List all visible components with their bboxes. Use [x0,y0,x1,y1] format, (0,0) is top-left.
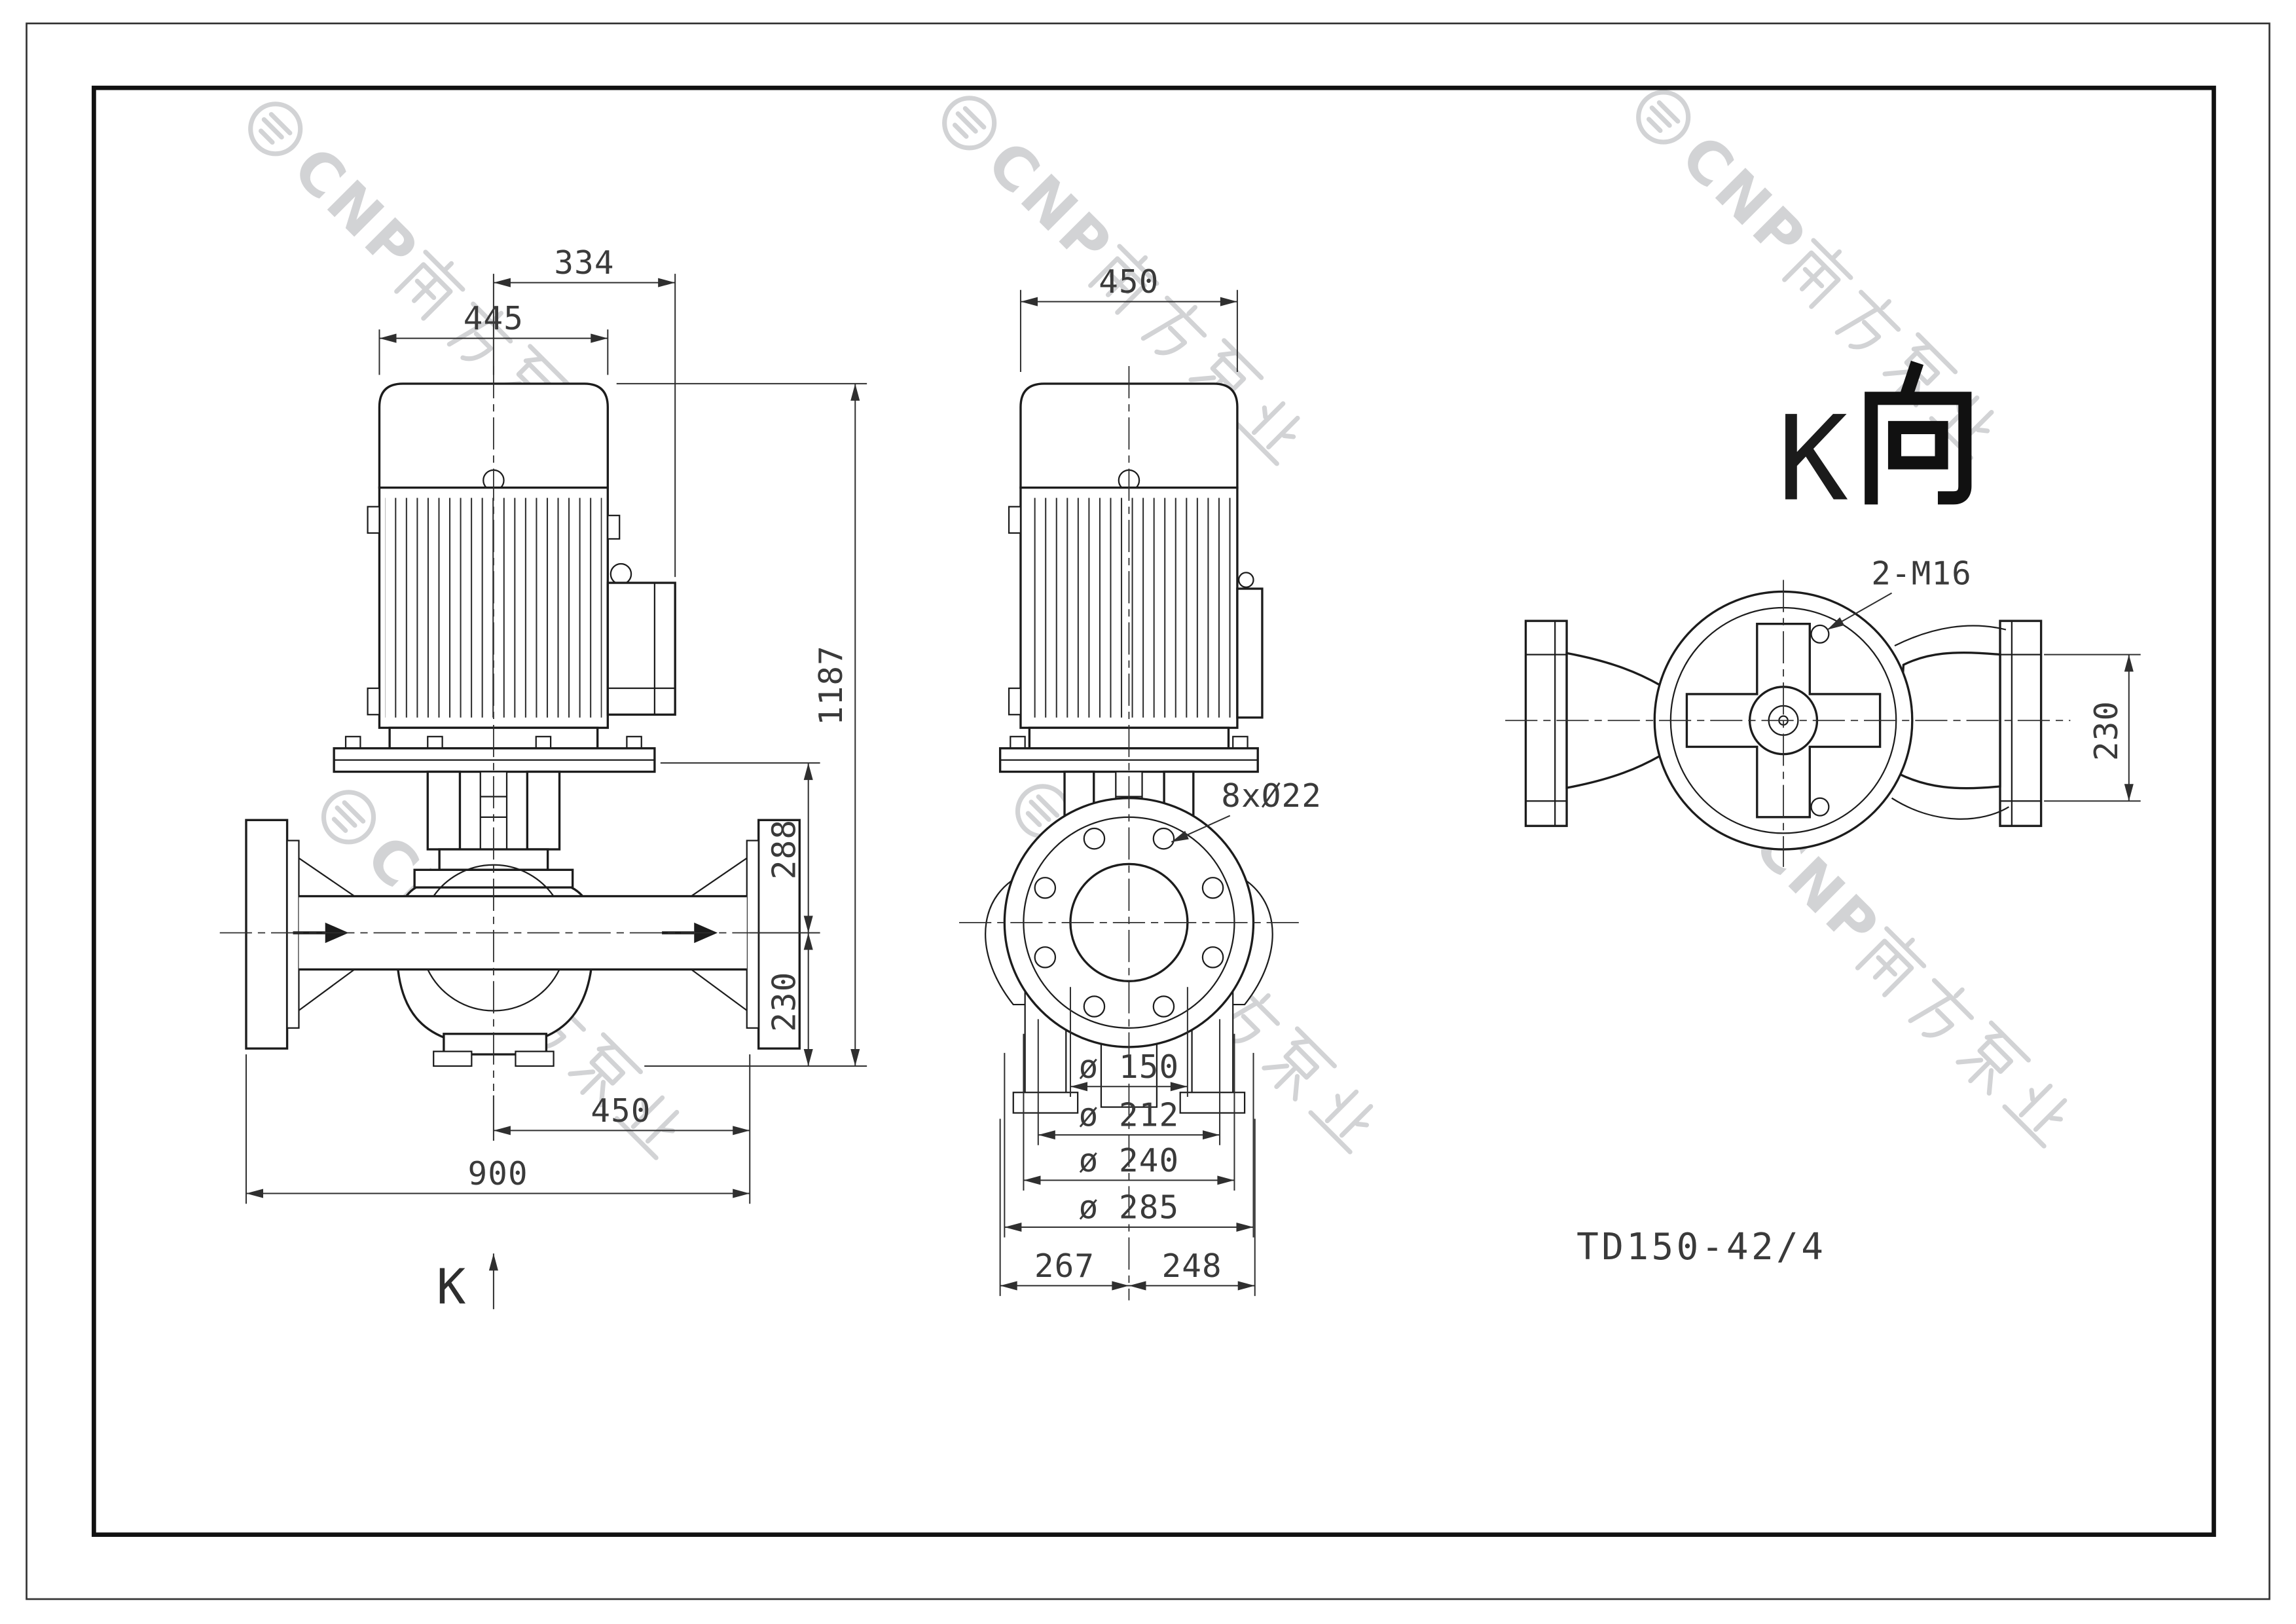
mounting-plate-front [333,726,656,773]
dim-text: 445 [464,299,524,337]
leader-8xO22: 8xØ22 [1171,777,1322,843]
dimensions-k: 2-M16 230 [1827,554,2141,802]
cable-gland-icon [610,563,632,585]
dim-450-front: 450 [492,1054,751,1204]
dim-445: 445 [378,299,609,375]
k-direction-arrow: K [437,1253,498,1315]
dimensions-side: 450 8xØ22 ø 150 ø 212 ø 240 ø [999,263,1322,1297]
dim-text: ø 150 [1079,1048,1180,1086]
dim-dia240: ø 240 [1023,1033,1235,1191]
dim-text: 450 [591,1092,651,1130]
sheet-frame-inner [92,85,2216,1537]
terminal-box-side [1236,587,1264,719]
bolt-note-text: 8xØ22 [1221,777,1322,815]
k-view-label-cjk-glyph [1865,360,1972,505]
bolt-hole [1034,946,1057,969]
dim-450-side: 450 [1019,263,1238,373]
bolt-hole [1083,995,1106,1018]
bolt-hole [1083,827,1106,850]
m16-tap-hole [1810,797,1830,817]
bolt-hole [1201,877,1224,899]
terminal-box-front [606,563,676,716]
leader-2-M16: 2-M16 [1827,554,1972,631]
dim-text: ø 212 [1079,1096,1180,1134]
dim-text: 288 [765,819,803,879]
dim-text: ø 285 [1079,1189,1180,1227]
dim-text: 230 [2087,701,2125,761]
k-view-heading: K [1777,360,1972,528]
bolt-hole [1152,995,1175,1018]
cable-gland-icon [1238,572,1254,588]
volute-curve-bottom [1891,797,2009,820]
front-view [219,366,820,1092]
model-number: TD150-42/4 [1576,1226,1826,1268]
bolt-hole [1152,827,1175,850]
dim-text: ø 240 [1079,1141,1180,1179]
tap-note-text: 2-M16 [1871,554,1972,592]
k-view: K [1505,360,2071,867]
dim-text: 1187 [812,645,850,726]
discharge-flange-top [1999,619,2043,827]
k-view-label-latin: K [1777,392,1848,528]
dim-dia150: ø 150 [1069,987,1188,1097]
m16-tap-hole [1810,624,1830,644]
dim-text: 230 [765,971,803,1031]
motor-side [1008,382,1264,729]
bolt-hole [1034,877,1057,899]
dim-288: 288 [660,762,820,933]
k-direction-label: K [437,1259,466,1315]
sheet-frame-outer [26,22,2270,1600]
volute-front [298,857,748,1067]
dim-text: 900 [468,1154,528,1192]
bolt-hole [1201,946,1224,969]
dim-text: 450 [1099,263,1159,301]
dim-text: 334 [554,244,614,282]
suction-flange-front [245,819,300,1050]
dim-text: 248 [1161,1247,1222,1285]
dim-dia285: ø 285 [1004,1052,1254,1238]
dim-text: 267 [1034,1247,1095,1285]
discharge-flange-front [746,819,801,1050]
dim-230-front: 230 [750,932,820,1066]
dim-1187: 1187 [616,382,867,1067]
dim-334: 334 [492,244,676,578]
volute-curve-top [1894,625,2007,647]
dim-900: 900 [245,1054,750,1204]
dim-230-k: 230 [2044,654,2141,802]
suction-flange-top [1524,619,1568,827]
dim-dia212: ø 212 [1037,1019,1221,1145]
dim-267-248: 267 248 [999,1118,1256,1297]
dimensions-front: 334 445 1187 288 230 450 [245,244,867,1315]
